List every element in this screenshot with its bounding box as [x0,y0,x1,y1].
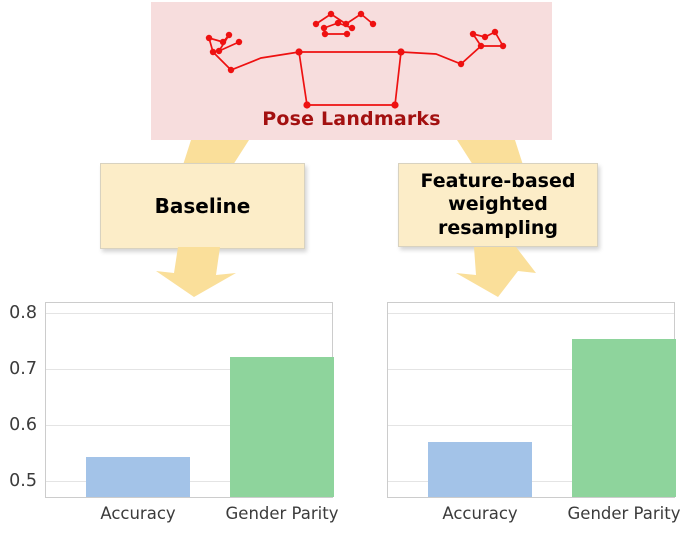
chart-resampling: Accuracy Gender Parity [380,292,692,532]
ytick-label-0.5: 0.5 [9,471,37,491]
connector-banner-to-resampling [453,140,523,165]
ytick-label-0.7: 0.7 [9,359,37,379]
pipeline-box-resampling[interactable]: Feature-based weighted resampling [398,163,598,247]
pose-landmarks-banner: Pose Landmarks [151,2,552,140]
gridline-0.8 [46,313,332,314]
gridline-0.8 [388,313,674,314]
ytick-label-0.6: 0.6 [9,415,37,435]
pipeline-box-resampling-label: Feature-based weighted resampling [420,170,576,239]
xlabel-baseline-accuracy: Accuracy [100,504,176,523]
xlabel-baseline-gender-parity: Gender Parity [225,504,339,523]
chart-baseline-plot-area: 0.8 0.7 0.6 0.5 Accuracy Gender Parity [9,302,338,523]
bar-resampling-accuracy[interactable] [428,442,532,497]
connector-banner-to-baseline [183,140,253,165]
connector-baseline-to-chart [148,247,240,297]
banner-title: Pose Landmarks [262,108,441,130]
connector-resampling-to-chart [452,247,544,297]
pipeline-box-baseline[interactable]: Baseline [100,163,305,249]
ytick-label-0.8: 0.8 [9,303,37,323]
pose-skeleton-icon [205,10,507,109]
gridline-0.7 [388,369,674,370]
bar-baseline-accuracy[interactable] [86,457,190,497]
bar-baseline-gender-parity[interactable] [230,357,334,497]
chart-resampling-plot-area: Accuracy Gender Parity [387,302,680,523]
chart-baseline: 0.8 0.7 0.6 0.5 Accuracy Gender Parity [0,292,345,532]
pipeline-box-baseline-label: Baseline [154,193,251,218]
gridline-0.6 [46,425,332,426]
bar-resampling-gender-parity[interactable] [572,339,676,497]
xlabel-resampling-accuracy: Accuracy [442,504,518,523]
gridline-0.6 [388,425,674,426]
gridline-0.7 [46,369,332,370]
xlabel-resampling-gender-parity: Gender Parity [567,504,681,523]
